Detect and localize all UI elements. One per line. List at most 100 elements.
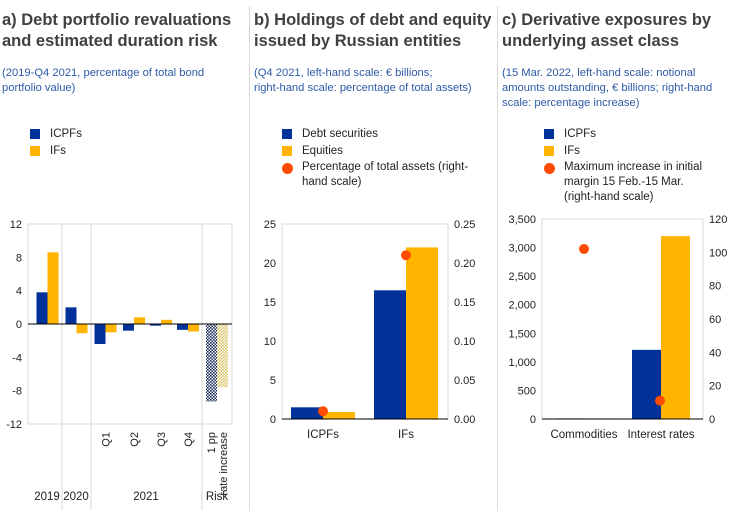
- panel-b-title: b) Holdings of debt and equity issued by…: [254, 10, 494, 52]
- bar-ifs: [105, 324, 117, 333]
- y2-tick-label: 0: [709, 414, 715, 426]
- bar-ifs: [76, 324, 88, 334]
- legend-item-equities: Equities: [282, 143, 472, 160]
- y-tick-label: 20: [264, 258, 276, 270]
- x-tick-label: Commodities: [550, 429, 617, 441]
- y2-tick-label: 100: [709, 247, 727, 259]
- marker-margin-increase: [579, 244, 589, 254]
- panel-c: c) Derivative exposures by underlying as…: [500, 0, 744, 518]
- legend-item-ifs: IFs: [544, 143, 702, 160]
- legend-item-percentage: Percentage of total assets (right-hand s…: [282, 160, 472, 192]
- y-tick-label: 12: [10, 219, 22, 231]
- panel-a-legend: ICPFs IFs: [30, 126, 82, 160]
- y-tick-label: 3,500: [508, 214, 536, 226]
- x-tick-label: IFs: [398, 429, 414, 441]
- x-tick-label-line: 1 pp: [206, 432, 218, 453]
- title-line: a) Debt portfolio revaluations: [2, 11, 232, 29]
- subtitle-line: (Q4 2021, left-hand scale: € billions;: [254, 67, 433, 79]
- y-tick-label: 1,500: [508, 328, 536, 340]
- panel-b: b) Holdings of debt and equity issued by…: [252, 0, 497, 518]
- panel-divider-1: [249, 6, 250, 511]
- legend-label: (right-hand scale): [564, 191, 654, 203]
- y-tick-label: 500: [518, 385, 536, 397]
- y2-tick-label: 80: [709, 281, 721, 293]
- y-tick-label: 8: [16, 252, 22, 264]
- y-tick-label: 1,000: [508, 357, 536, 369]
- panel-divider-2: [497, 6, 498, 511]
- y-tick-label: -12: [6, 419, 22, 431]
- marker-percentage: [401, 250, 411, 261]
- y-tick-label: -8: [12, 386, 22, 398]
- x-tick-label: Interest rates: [627, 429, 694, 441]
- legend-label: IFs: [50, 145, 66, 157]
- legend-label: Equities: [302, 145, 343, 157]
- panel-c-subtitle: (15 Mar. 2022, left-hand scale: notional…: [502, 66, 744, 111]
- subtitle-line: (15 Mar. 2022, left-hand scale: notional: [502, 67, 696, 79]
- legend-label: ICPFs: [50, 128, 82, 140]
- panel-a-subtitle: (2019-Q4 2021, percentage of total bond …: [2, 66, 250, 96]
- x-tick-label: Q3: [156, 432, 168, 447]
- panel-a: a) Debt portfolio revaluations and estim…: [0, 0, 249, 518]
- title-line: underlying asset class: [502, 32, 679, 50]
- marker-percentage: [318, 406, 328, 417]
- legend-item-icpfs: ICPFs: [30, 126, 82, 143]
- bar-icpfs: [150, 324, 161, 326]
- bar-ifs: [661, 236, 690, 419]
- legend-swatch: [282, 129, 292, 139]
- legend-swatch: [544, 129, 554, 139]
- panel-b-subtitle: (Q4 2021, left-hand scale: € billions; r…: [254, 66, 499, 96]
- y2-tick-label: 120: [709, 214, 727, 226]
- legend-item-debt: Debt securities: [282, 126, 472, 143]
- y2-tick-label: 40: [709, 347, 721, 359]
- y-tick-label: 15: [264, 297, 276, 309]
- legend-swatch: [30, 129, 40, 139]
- title-line: b) Holdings of debt and equity: [254, 11, 492, 29]
- y2-tick-label: 0.15: [454, 297, 475, 309]
- y2-tick-label: 0.20: [454, 258, 475, 270]
- bar-ifs: [161, 319, 172, 324]
- panel-a-title: a) Debt portfolio revaluations and estim…: [2, 10, 242, 52]
- y-tick-label: 5: [270, 375, 276, 387]
- panel-c-legend: ICPFs IFs Maximum increase in initial ma…: [544, 126, 702, 208]
- x-tick-label-line: rate increase: [218, 432, 230, 496]
- bar-debt-securities: [374, 290, 406, 419]
- marker-margin-increase: [655, 395, 665, 406]
- chart-c: 05001,0001,5002,0002,5003,0003,500020406…: [508, 214, 727, 441]
- subtitle-line: portfolio value): [2, 82, 76, 94]
- title-line: issued by Russian entities: [254, 32, 462, 50]
- x-tick-label: Q4: [183, 432, 195, 447]
- bar-icpfs: [65, 307, 77, 324]
- subtitle-line: (2019-Q4 2021, percentage of total bond: [2, 67, 205, 79]
- bar-icpfs: [632, 349, 661, 419]
- bar-icpfs: [36, 292, 48, 324]
- legend-label: ICPFs: [564, 128, 596, 140]
- bar-ifs: [134, 317, 145, 324]
- bar-equities: [323, 411, 355, 419]
- y2-tick-label: 0.25: [454, 219, 475, 231]
- y-tick-label: 3,000: [508, 243, 536, 255]
- title-line: and estimated duration risk: [2, 32, 218, 50]
- subtitle-line: scale: percentage increase): [502, 97, 640, 109]
- y-tick-label: 2,500: [508, 271, 536, 283]
- legend-label: Percentage of total assets (right-hand s…: [302, 161, 469, 188]
- group-label: Risk: [206, 491, 229, 503]
- legend-label: margin 15 Feb.-15 Mar.: [564, 176, 684, 188]
- legend-swatch: [30, 146, 40, 156]
- legend-item-icpfs: ICPFs: [544, 126, 702, 143]
- group-label: 2021: [133, 491, 159, 503]
- title-line: c) Derivative exposures by: [502, 11, 712, 29]
- bar-icpfs: [177, 324, 188, 330]
- y2-tick-label: 20: [709, 381, 721, 393]
- x-tick-label: Q2: [129, 432, 141, 447]
- legend-item-margin: Maximum increase in initial margin 15 Fe…: [544, 160, 702, 208]
- panel-b-legend: Debt securities Equities Percentage of t…: [282, 126, 472, 192]
- bar-icpfs: [206, 324, 217, 402]
- y-tick-label: 0: [16, 319, 22, 331]
- y-tick-label: 25: [264, 219, 276, 231]
- legend-swatch: [282, 146, 292, 156]
- legend-label: IFs: [564, 145, 580, 157]
- y-tick-label: -4: [12, 352, 22, 364]
- bar-equities: [406, 247, 438, 419]
